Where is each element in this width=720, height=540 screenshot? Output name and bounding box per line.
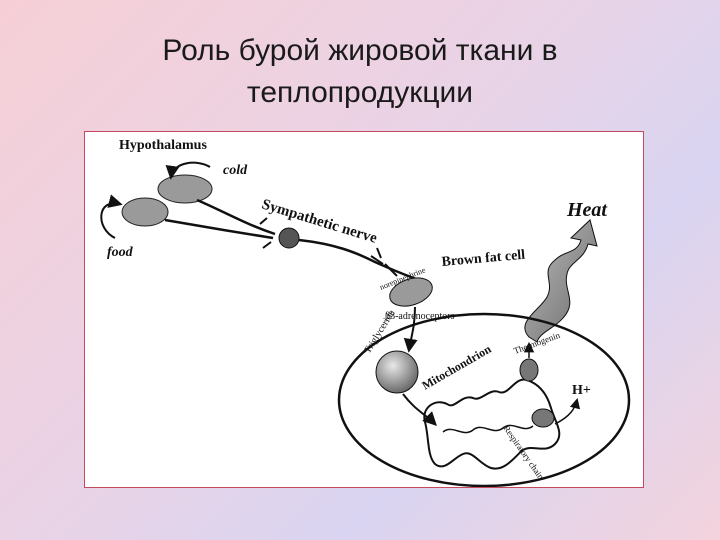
cold-label: cold bbox=[223, 163, 248, 178]
respiratory-chain-complex bbox=[531, 408, 555, 428]
mitochondrion-cristae bbox=[442, 424, 534, 434]
title-line-1: Роль бурой жировой ткани в bbox=[162, 34, 558, 67]
title-line-2: теплопродукции bbox=[246, 76, 474, 109]
hypothalamus-label: Hypothalamus bbox=[119, 138, 207, 153]
nerve-branch-upper bbox=[259, 217, 268, 225]
brown-fat-cell-membrane bbox=[337, 312, 631, 487]
sympathetic-nerve-fibre bbox=[298, 238, 426, 284]
food-label: food bbox=[107, 245, 134, 260]
nerve-fibre-upper bbox=[196, 198, 276, 236]
receptor-blob bbox=[389, 277, 433, 307]
thermogenin-protein bbox=[519, 358, 539, 382]
nerve-branch-lower bbox=[262, 241, 272, 249]
sympathetic-ganglion bbox=[278, 227, 300, 249]
signal-arrow bbox=[403, 306, 418, 353]
mitochondrion-membrane bbox=[423, 378, 561, 470]
cold-arrow bbox=[165, 161, 211, 180]
respiratory-chain-label: Respiratory chain bbox=[501, 423, 546, 481]
nerve-fork bbox=[370, 247, 384, 265]
sympathetic-nerve-label: Sympathetic nerve bbox=[260, 197, 379, 247]
triglyceride-label: Triglyceride bbox=[362, 308, 398, 356]
heat-arrow bbox=[524, 219, 598, 343]
triglyceride-droplet bbox=[375, 350, 419, 394]
hypothalamus-lower-nucleus bbox=[121, 197, 169, 227]
diagram-svg: Hypothalamus cold food Sympathetic nerve… bbox=[100, 138, 631, 487]
mitochondrion-label: Mitochondrion bbox=[420, 342, 494, 393]
beta3-receptors-label: β3-adrenoceptors bbox=[385, 311, 455, 322]
proton-arrow bbox=[554, 397, 581, 425]
fatty-acid-arrow bbox=[402, 393, 437, 426]
food-arrow bbox=[100, 194, 123, 239]
nerve-terminal bbox=[384, 263, 398, 277]
hypothalamus-upper-nucleus bbox=[157, 174, 213, 204]
heat-label: Heat bbox=[566, 199, 608, 221]
diagram-figure: Hypothalamus cold food Sympathetic nerve… bbox=[84, 131, 644, 488]
slide-title: Роль бурой жировой ткани в теплопродукци… bbox=[0, 30, 720, 114]
nerve-fibre-lower bbox=[164, 218, 274, 240]
brown-fat-cell-label: Brown fat cell bbox=[441, 248, 526, 270]
h-plus-label: H+ bbox=[572, 383, 591, 398]
